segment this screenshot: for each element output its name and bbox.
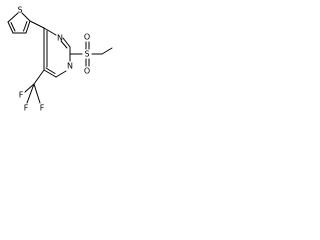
sulfonyl-oxygen-lower-label: O — [84, 67, 90, 76]
pyrimidine-nitrogen-lower-label: N — [67, 62, 73, 71]
bond-c4-c5-double — [23, 21, 28, 32]
fluorine-3-label: F — [40, 104, 45, 113]
molecule-structure: S N N S O O F F F — [7, 6, 113, 113]
bond-n1-c6 — [55, 70, 67, 78]
bond-thiophene-pyrimidine — [29, 20, 45, 29]
bond-n3-c2-double — [60, 40, 68, 49]
bond-c4-n3 — [43, 27, 57, 36]
bond-c5-s1 — [21, 12, 31, 22]
pyrimidine-nitrogen-upper-label: N — [57, 34, 63, 43]
fluorine-1-label: F — [19, 91, 24, 100]
bond-c6-c5 — [43, 69, 57, 78]
bond-c2-c3-double — [10, 22, 16, 32]
fluorine-2-label: F — [24, 104, 29, 113]
bond-c4-c5 — [25, 20, 31, 34]
bond-c6-c5-double — [45, 67, 56, 74]
bond-cf3-f1 — [24, 83, 35, 93]
bond-c2-c3 — [7, 21, 14, 34]
sulfonyl-sulfur-label: S — [84, 50, 89, 59]
thiophene-sulfur-label: S — [17, 6, 22, 15]
pyrimidine-ring — [43, 27, 71, 78]
sulfonyl-group — [69, 41, 113, 67]
bond-c6-cf3 — [33, 69, 45, 85]
bond-cf3-f2 — [26, 83, 35, 104]
bond-cf3-f3 — [33, 83, 41, 104]
bond-n3-c2 — [62, 37, 71, 48]
trifluoromethyl-group — [24, 69, 45, 104]
thiophene-ring — [7, 12, 31, 34]
sulfonyl-oxygen-upper-label: O — [84, 33, 90, 42]
bond-s1-c2 — [7, 12, 19, 23]
bond-ethyl-2 — [101, 47, 113, 55]
